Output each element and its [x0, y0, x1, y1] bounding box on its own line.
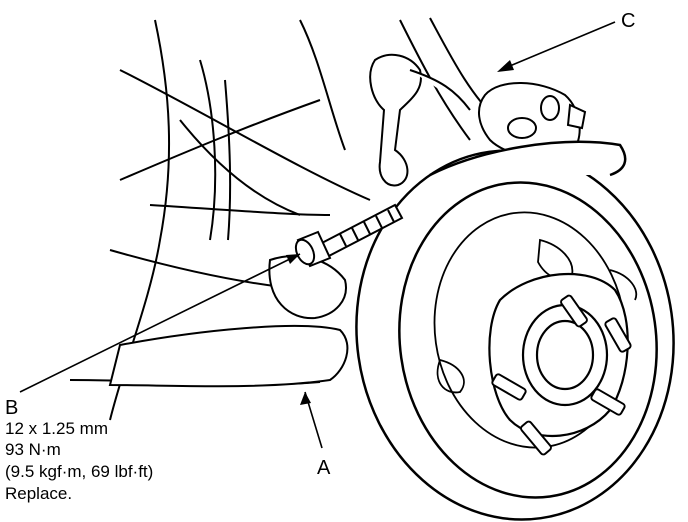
- trailing-arm: [108, 255, 349, 388]
- wheel-hub: [488, 272, 629, 438]
- arrowhead-a: [300, 392, 311, 405]
- arrowhead-b: [286, 254, 300, 264]
- wheel-studs: [491, 294, 632, 456]
- callout-c: C: [621, 10, 635, 32]
- leader-c: [504, 21, 616, 69]
- callout-a: A: [317, 457, 331, 479]
- leader-b: [19, 253, 301, 393]
- upper-bushing-bracket: [478, 82, 587, 161]
- callout-b: B: [5, 397, 18, 419]
- spec-torque-alt: (9.5 kgf·m, 69 lbf·ft): [5, 462, 153, 481]
- arrowheads: [286, 60, 514, 405]
- spec-torque-nm: 93 N·m: [5, 440, 61, 459]
- upper-link: [369, 53, 471, 187]
- spec-size: 12 x 1.25 mm: [5, 419, 108, 438]
- spec-block-b: 12 x 1.25 mm 93 N·m (9.5 kgf·m, 69 lbf·f…: [5, 419, 153, 503]
- spec-note: Replace.: [5, 484, 72, 503]
- arrowhead-c: [497, 60, 514, 72]
- mounting-bolt-b: [294, 203, 404, 268]
